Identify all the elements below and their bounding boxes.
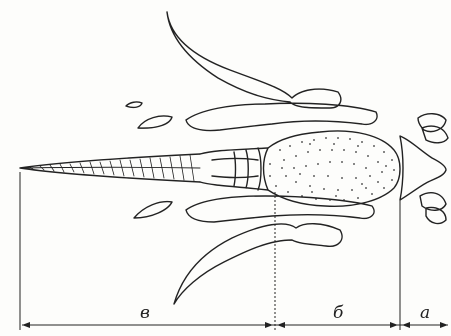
upper-fragment-1 bbox=[126, 102, 142, 107]
collar-ring-3 bbox=[234, 152, 236, 186]
collar-ring-1 bbox=[258, 148, 261, 190]
segment-label-v: в bbox=[140, 303, 150, 323]
upper-fragment-2 bbox=[138, 116, 172, 128]
apex-cone bbox=[400, 136, 446, 200]
lower-lamella bbox=[186, 196, 374, 222]
apex-upper-lobe-2 bbox=[422, 126, 448, 143]
bulb-stipple bbox=[269, 137, 395, 201]
upper-blade bbox=[167, 12, 341, 108]
central-bulb bbox=[264, 131, 401, 206]
lower-blade bbox=[174, 224, 342, 304]
collar-ring-2 bbox=[246, 150, 248, 188]
segment-label-b: б bbox=[333, 303, 344, 323]
segment-label-a: а bbox=[420, 303, 430, 323]
lower-fragment bbox=[134, 202, 172, 218]
upper-lamella bbox=[186, 103, 377, 130]
